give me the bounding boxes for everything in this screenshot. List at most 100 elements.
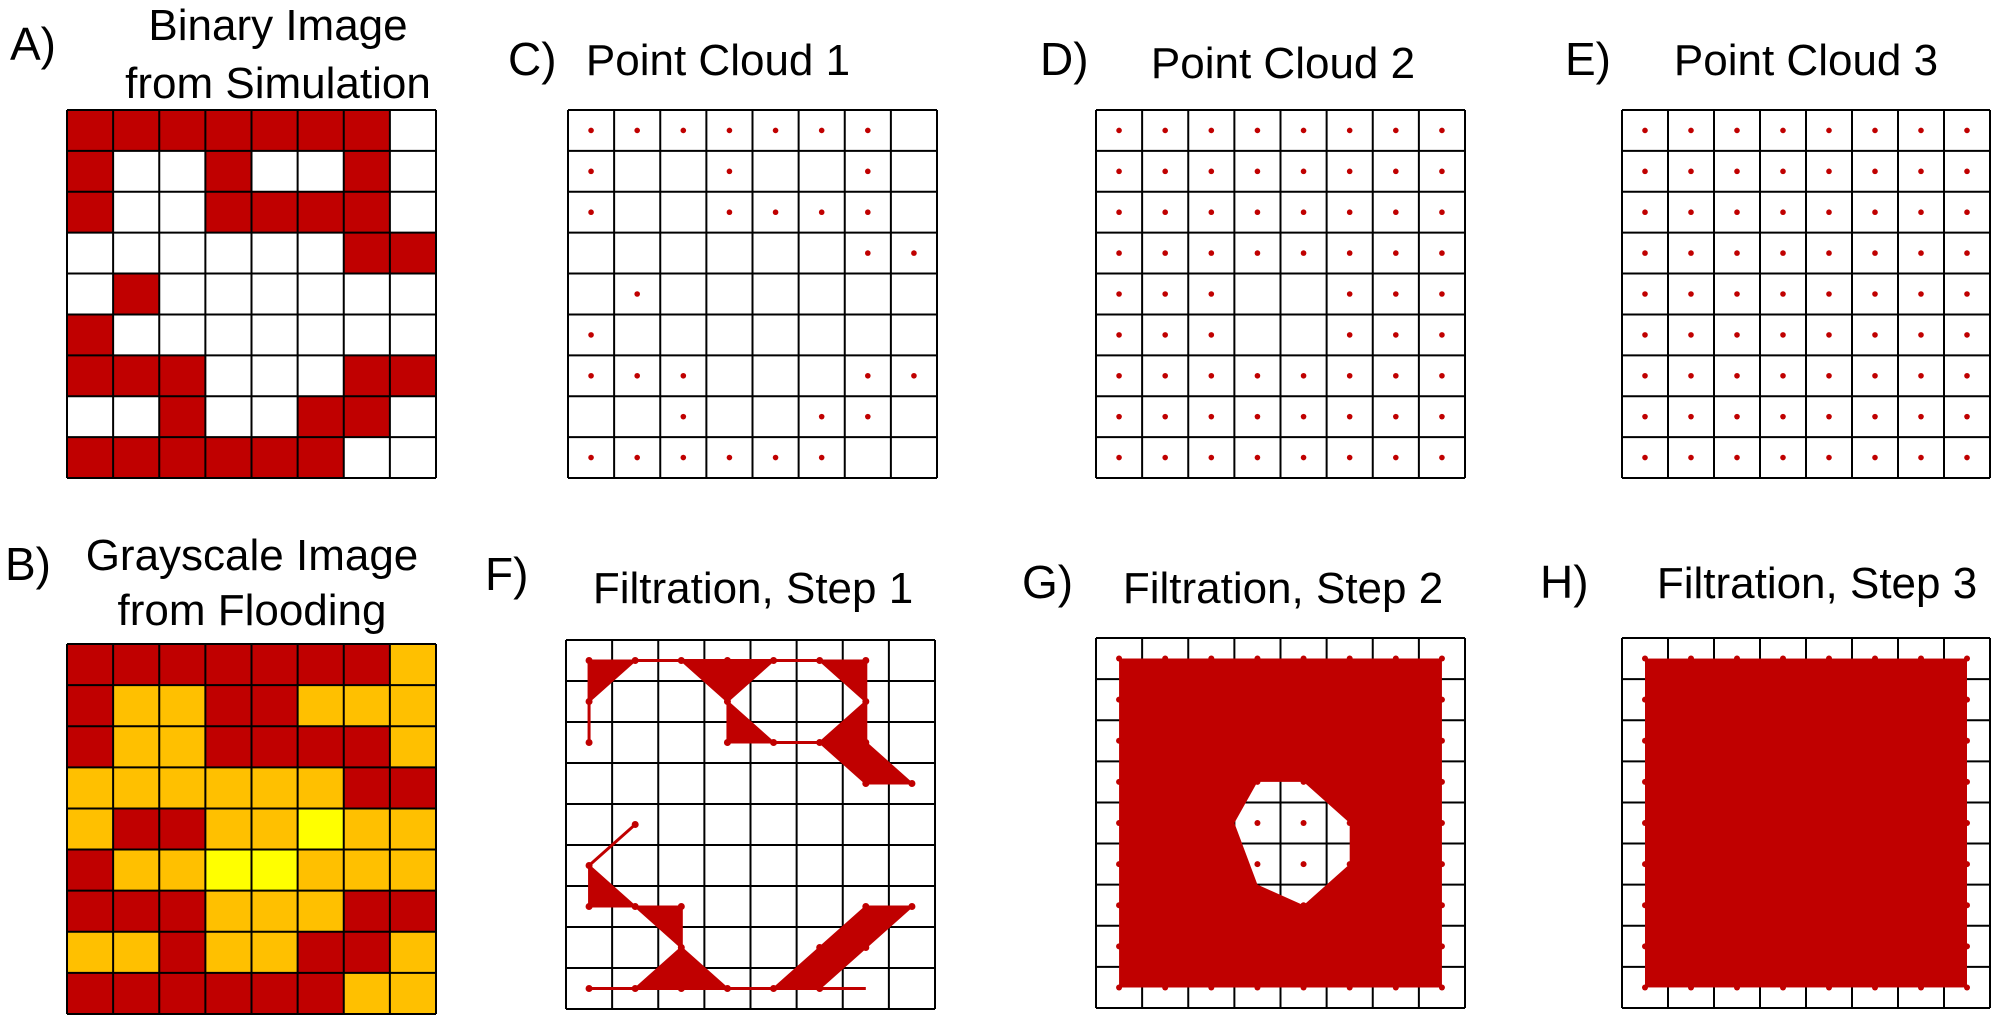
point [1438,737,1445,744]
point [1438,861,1445,868]
panel-h: H) Filtration, Step 3 [1540,556,1991,1009]
point [726,168,733,175]
pixel-cell [251,396,298,438]
panel-d-title: Point Cloud 2 [1151,39,1415,88]
pixel-cell [159,437,206,478]
pixel-cell [343,644,390,686]
pixel-cell [205,355,252,397]
point [1300,454,1307,461]
point [1780,984,1786,991]
point [634,372,640,379]
pixel-cell [343,396,390,438]
pixel-cell [343,931,390,973]
pixel-cell [297,890,344,932]
point [677,944,685,951]
point [1300,778,1307,785]
pixel-cell [113,355,160,397]
point [1642,209,1648,216]
point [585,903,593,910]
point [1300,209,1307,216]
point [1162,454,1168,461]
pixel-cell [297,232,344,274]
point [1964,291,1970,297]
point [1208,209,1215,216]
point [1300,372,1307,379]
pixel-cell [343,437,390,478]
point [1300,413,1307,420]
point [723,985,731,992]
point [588,209,594,216]
pixel-cell [297,396,344,438]
panel-e: E) Point Cloud 3 [1565,33,1991,479]
point [1393,250,1399,256]
panel-h-letter: H) [1540,556,1589,608]
point [1826,454,1832,461]
point [1254,655,1261,662]
point [1734,943,1740,950]
pixel-cell [67,767,114,809]
point [588,332,594,338]
point [680,372,687,379]
point [1826,861,1832,868]
point [1642,168,1648,175]
point [1162,820,1169,826]
point [726,127,733,134]
point [585,862,593,869]
point [1116,250,1122,256]
point [1208,902,1215,909]
point [1162,778,1169,785]
point [818,127,825,134]
pixel-cell [159,726,206,768]
point [1208,861,1215,868]
point [862,657,870,664]
point [908,903,916,910]
point [1642,127,1648,134]
pixel-cell [389,355,436,397]
point [1254,943,1261,950]
point [1300,943,1307,950]
pixel-cell [343,808,390,850]
point [818,209,825,216]
point [1116,372,1122,379]
point [1780,943,1786,950]
point [1162,168,1168,175]
point [1918,820,1924,826]
pixel-cell [205,191,252,233]
pixel-cell [159,849,206,891]
point [1438,655,1445,662]
pixel-cell [389,808,436,850]
point [1116,291,1122,297]
point [1162,696,1169,703]
point [1346,250,1353,256]
point [1872,454,1878,461]
point [1439,332,1445,338]
point [1116,413,1122,420]
point [911,372,917,379]
panel-a-title-line1: Binary Image [148,1,407,50]
pixel-cell [343,767,390,809]
point [1918,902,1924,909]
point [1688,737,1694,744]
pixel-cell [251,767,298,809]
point [1734,332,1740,338]
pixel-cell [297,644,344,686]
point [1734,291,1740,297]
pixel-cell [389,273,436,315]
point [1116,696,1123,703]
point [726,454,733,461]
pixel-cell [389,685,436,727]
point [770,657,778,664]
point [1688,984,1694,991]
point [1346,902,1353,909]
pixel-cell [251,437,298,478]
point [1734,655,1740,662]
point [1734,168,1740,175]
pixel-cell [159,191,206,233]
point [588,127,594,134]
pixel-cell [67,232,114,274]
point [1688,413,1694,420]
point [1826,778,1832,785]
point [1780,250,1786,256]
point [1393,291,1399,297]
point [588,168,594,175]
